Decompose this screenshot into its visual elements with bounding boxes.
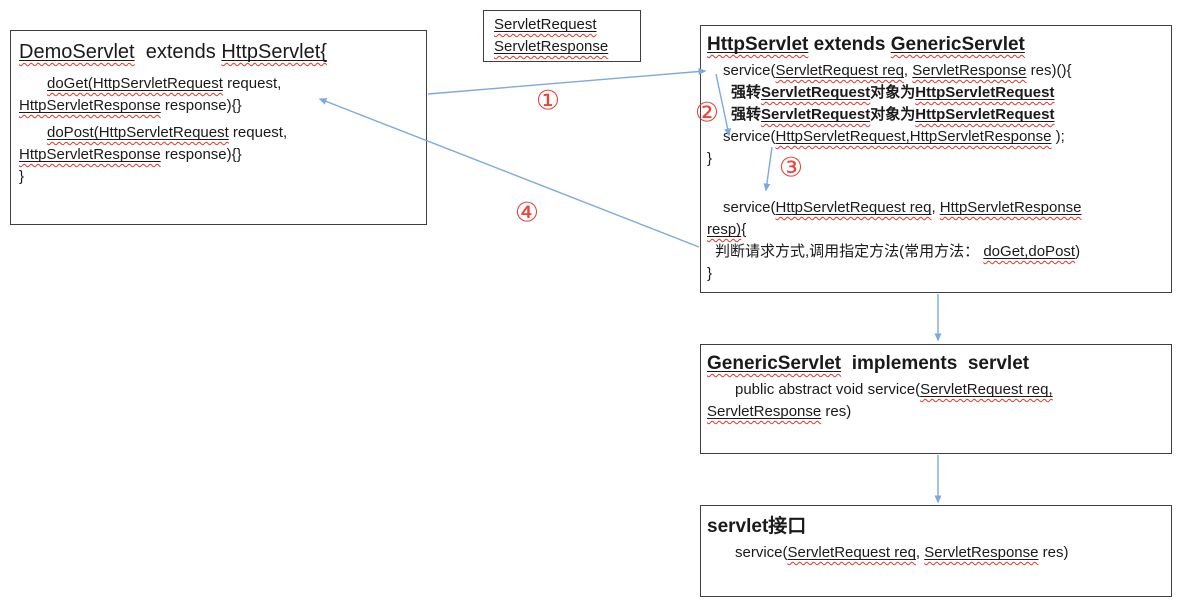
text-line: service(HttpServletRequest req, HttpServ… — [723, 199, 1082, 216]
text-line: HttpServletResponse response){} — [19, 146, 242, 163]
text-line: resp){ — [707, 221, 747, 238]
text-line: GenericServlet implements servlet — [707, 353, 1030, 374]
text-line: } — [19, 168, 25, 185]
arrow-step1-call-service-icon — [427, 68, 707, 95]
text-line: } — [707, 265, 713, 282]
step-1-badge: ① — [535, 85, 561, 117]
text-line: 强转ServletRequest对象为HttpServletRequest — [731, 84, 1055, 101]
text-line: } — [707, 150, 713, 167]
text-line: ServletRequest — [494, 16, 597, 33]
text-line: 强转ServletRequest对象为HttpServletRequest — [731, 106, 1055, 123]
text-line: DemoServlet extends HttpServlet{ — [19, 41, 327, 63]
text-line: service(HttpServletRequest,HttpServletRe… — [723, 128, 1065, 145]
step-3-badge: ③ — [778, 152, 804, 184]
text-line: servlet接口 — [707, 516, 807, 537]
text-line: service(ServletRequest req, ServletRespo… — [735, 544, 1069, 561]
demo-servlet-class-box: DemoServlet extends HttpServlet{ doGet(Ht… — [10, 30, 427, 225]
text-line: HttpServlet extends GenericServlet — [707, 34, 1025, 55]
text-line: ServletResponse res) — [707, 403, 852, 420]
servlet-interface-box: servlet接口 service(ServletRequest req, Ser… — [700, 505, 1172, 597]
text-line: HttpServletResponse response){} — [19, 97, 242, 114]
http-servlet-class-box: HttpServlet extends GenericServlet servic… — [700, 25, 1172, 293]
step-2-badge: ② — [694, 97, 720, 129]
text-line: ServletResponse — [494, 38, 609, 55]
step-4-badge: ④ — [514, 197, 540, 229]
generic-servlet-class-box: GenericServlet implements servlet public … — [700, 344, 1172, 454]
text-line: public abstract void service(ServletRequ… — [735, 381, 1053, 398]
text-line: doPost(HttpServletRequest request, — [47, 124, 288, 141]
text-line: 判断请求方式,调用指定方法(常用方法： doGet,doPost) — [715, 243, 1081, 260]
text-line: doGet(HttpServletRequest request, — [47, 75, 282, 92]
text-line: service(ServletRequest req, ServletRespo… — [723, 62, 1072, 79]
